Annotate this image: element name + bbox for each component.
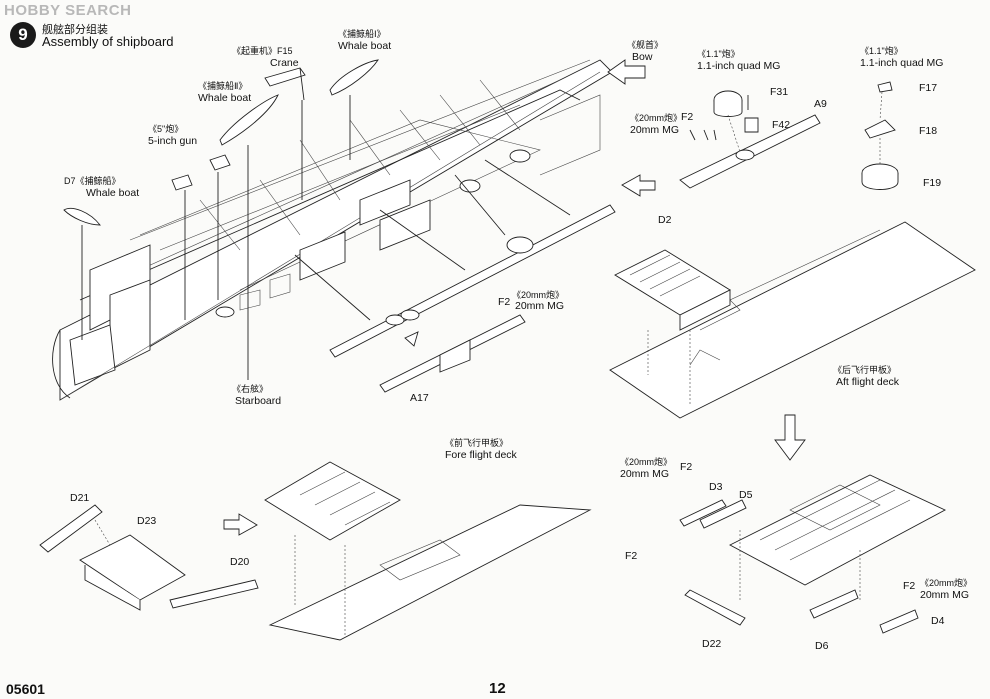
part-d2: D2 <box>658 214 672 226</box>
page-number: 12 <box>489 680 506 697</box>
part-a17: A17 <box>410 392 429 404</box>
mg-top-label-cn: 《20mm炮》 <box>630 113 683 123</box>
part-f2-right: F2 <box>903 580 916 592</box>
part-d22: D22 <box>702 638 722 650</box>
ship-hull-drawing <box>52 59 613 401</box>
mg-top-label-en: 20mm MG <box>630 124 680 136</box>
quad1-label-cn: 《1.1"炮》 <box>697 49 740 59</box>
quad2-label-cn: 《1.1"炮》 <box>860 46 903 56</box>
part-f2-mid: F2 <box>498 296 511 308</box>
part-f2-top: F2 <box>681 111 694 123</box>
whaleboat2-label-en: Whale boat <box>198 92 252 104</box>
part-f42: F42 <box>772 119 791 131</box>
aft-deck-label-cn: 《后飞行甲板》 <box>833 365 897 375</box>
step-number: 9 <box>10 22 36 48</box>
mg-right-label-cn: 《20mm炮》 <box>920 578 973 588</box>
crane-label-cn: 《起重机》F15 <box>232 46 293 56</box>
fore-flight-deck-drawing <box>264 461 592 641</box>
part-d5: D5 <box>739 489 753 501</box>
whaleboat1-label-en: Whale boat <box>338 40 392 52</box>
upper-left-parts <box>63 59 379 380</box>
starboard-label-cn: 《右舷》 <box>232 384 269 394</box>
part-f2-left: F2 <box>625 550 638 562</box>
part-d23: D23 <box>137 515 157 527</box>
part-d6: D6 <box>815 640 829 652</box>
gun-label-en: 5-inch gun <box>148 135 198 147</box>
bow-label-en: Bow <box>632 51 653 63</box>
watermark-logo: HOBBY SEARCH <box>4 2 132 19</box>
d7-label-cn: D7《捕鲸船》 <box>64 176 121 186</box>
crane-label-en: Crane <box>270 57 299 69</box>
d7-label-en: Whale boat <box>86 187 140 199</box>
quad2-label-en: 1.1-inch quad MG <box>860 57 944 69</box>
quad-mg-assembly <box>679 81 899 190</box>
step-title-cn: 舰舷部分组装 <box>42 24 108 36</box>
part-f19: F19 <box>923 177 942 189</box>
mg-right-label-en: 20mm MG <box>920 589 970 601</box>
mg-low-label-en: 20mm MG <box>620 468 670 480</box>
part-f31: F31 <box>770 86 789 98</box>
whaleboat2-label-cn: 《捕鲸船Ⅱ》 <box>198 81 248 91</box>
aft-flight-deck-drawing <box>609 221 976 461</box>
part-a9: A9 <box>814 98 827 110</box>
part-d4: D4 <box>931 615 945 627</box>
gun-label-cn: 《5"炮》 <box>148 124 184 134</box>
step-title-en: Assembly of shipboard <box>42 34 174 49</box>
part-f17: F17 <box>919 82 938 94</box>
mg-low-label-cn: 《20mm炮》 <box>620 457 673 467</box>
sponson-strips <box>294 159 616 393</box>
part-d20: D20 <box>230 556 250 568</box>
starboard-label-en: Starboard <box>235 395 282 407</box>
part-d21: D21 <box>70 492 90 504</box>
lower-left-parts <box>39 504 259 611</box>
bow-arrows <box>223 59 656 536</box>
fore-deck-label-en: Fore flight deck <box>445 449 517 461</box>
part-f2-low: F2 <box>680 461 693 473</box>
fore-deck-label-cn: 《前飞行甲板》 <box>445 438 509 448</box>
mg-mid-label-en: 20mm MG <box>515 300 565 312</box>
part-d3: D3 <box>709 481 723 493</box>
product-code: 05601 <box>6 681 45 697</box>
lower-right-deck <box>679 474 947 634</box>
part-f18: F18 <box>919 125 938 137</box>
quad1-label-en: 1.1-inch quad MG <box>697 60 781 72</box>
whaleboat1-label-cn: 《捕鲸船Ⅰ》 <box>338 29 386 39</box>
bow-label-cn: 《舰首》 <box>627 40 664 50</box>
mg-mid-label-cn: 《20mm炮》 <box>512 290 565 300</box>
aft-deck-label-en: Aft flight deck <box>836 376 900 388</box>
